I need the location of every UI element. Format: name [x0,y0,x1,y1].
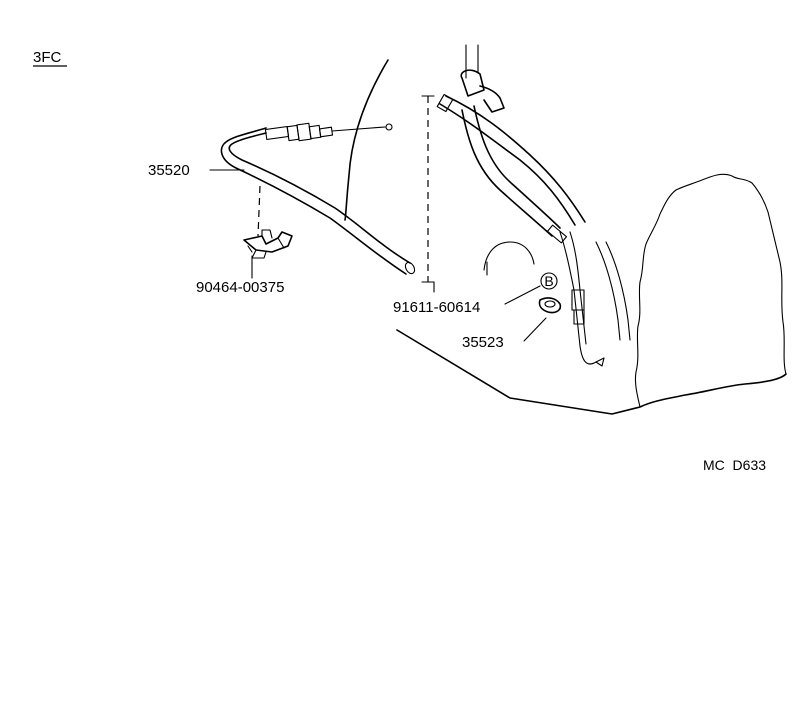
svg-text:B: B [544,273,553,289]
clip-fit-dashed-line [257,185,261,237]
leader-35523 [523,317,547,342]
leader-91611 [504,285,541,305]
throttle-cable [220,122,416,275]
part-number-35520: 35520 [148,162,190,179]
part-number-91611-60614: 91611-60614 [393,299,480,316]
drawing-reference: MC D633 [703,457,766,473]
part-number-90464-00375: 90464-00375 [196,279,284,296]
bracket-part [538,297,562,314]
transmission-housing [344,59,787,415]
model-code-label: 3FC [33,49,62,66]
part-number-35523: 35523 [462,334,504,351]
accelerator-linkage [436,44,631,367]
callout-marker-b: B [540,272,558,290]
clip-part [243,229,293,259]
